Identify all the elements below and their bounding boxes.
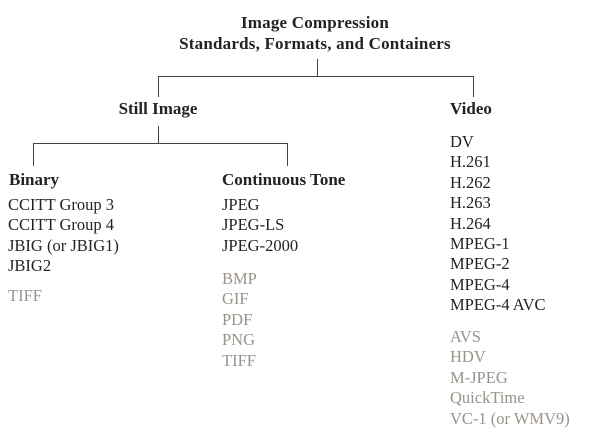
connector-continuous-tone-stub: [287, 143, 288, 166]
branch-label-still-image: Still Image: [118, 99, 198, 118]
list-item: JPEG-2000: [222, 235, 299, 255]
list-item: CCITT Group 4: [8, 215, 115, 235]
list-item: AVS: [450, 327, 481, 346]
list-item: MPEG-2: [450, 254, 510, 274]
connector-still-image-stem: [158, 126, 159, 143]
list-item: H.264: [450, 213, 491, 233]
list-item: QuickTime: [450, 388, 525, 408]
connector-level2-bar: [33, 143, 288, 144]
connector-title-stem: [317, 59, 318, 77]
list-item: H.261: [450, 152, 491, 172]
list-item: JPEG-LS: [222, 215, 285, 235]
connector-video-stub: [473, 76, 474, 97]
list-item: JPEG: [222, 195, 260, 214]
diagram-title-line2: Standards, Formats, and Containers: [179, 34, 451, 53]
list-item: HDV: [450, 347, 486, 367]
list-item: MPEG-4 AVC: [450, 295, 546, 315]
list-item: TIFF: [222, 350, 256, 370]
connector-binary-stub: [33, 143, 34, 166]
list-item: DV: [450, 132, 474, 151]
list-item: CCITT Group 3: [8, 195, 115, 214]
list-item: MPEG-4: [450, 274, 510, 294]
binary-formats-muted-list: TIFF: [8, 286, 42, 306]
branch-label-video: Video: [450, 99, 492, 118]
list-item: PDF: [222, 309, 253, 329]
list-item: JBIG (or JBIG1): [8, 235, 119, 255]
list-item: H.263: [450, 193, 491, 213]
list-item: PNG: [222, 330, 256, 350]
list-item: M-JPEG: [450, 367, 508, 387]
list-item: VC-1 (or WMV9): [450, 408, 570, 428]
list-item: MPEG-1: [450, 234, 510, 254]
list-item: JBIG2: [8, 256, 52, 276]
connector-level1-bar: [158, 76, 474, 77]
list-item: BMP: [222, 269, 257, 288]
list-item: GIF: [222, 289, 249, 309]
diagram-title: Image Compression Standards, Formats, an…: [165, 12, 465, 54]
list-item: H.262: [450, 172, 491, 192]
list-item: TIFF: [8, 286, 42, 305]
connector-still-image-stub: [158, 76, 159, 97]
branch-label-binary: Binary: [9, 170, 60, 189]
branch-label-continuous-tone: Continuous Tone: [222, 170, 346, 189]
diagram-title-line1: Image Compression: [240, 13, 390, 32]
